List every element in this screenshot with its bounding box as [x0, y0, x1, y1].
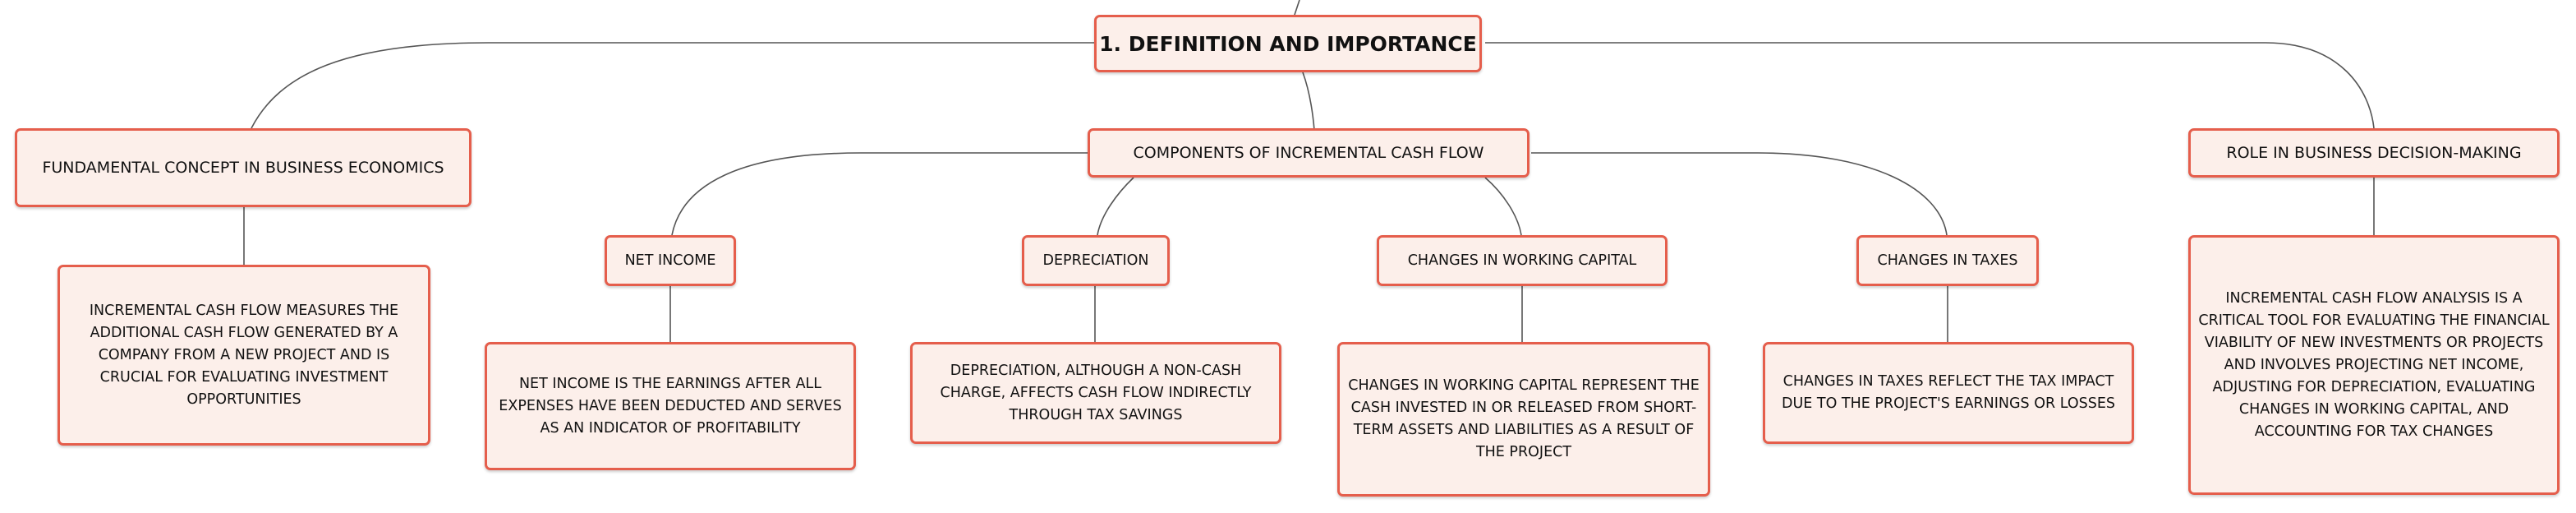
detail-working-capital[interactable]: CHANGES IN WORKING CAPITAL REPRESENT THE… — [1337, 342, 1710, 497]
detail-depreciation[interactable]: DEPRECIATION, ALTHOUGH A NON-CASH CHARGE… — [910, 342, 1281, 444]
topic-role-decision-making-label: ROLE IN BUSINESS DECISION-MAKING — [2226, 144, 2522, 162]
detail-fundamental-concept[interactable]: INCREMENTAL CASH FLOW MEASURES THE ADDIT… — [58, 265, 430, 446]
connector-components-to-working-capital — [1484, 177, 1522, 236]
detail-role-decision-making[interactable]: INCREMENTAL CASH FLOW ANALYSIS IS A CRIT… — [2188, 235, 2560, 495]
detail-net-income-text: NET INCOME IS THE EARNINGS AFTER ALL EXP… — [499, 375, 842, 437]
detail-working-capital-text: CHANGES IN WORKING CAPITAL REPRESENT THE… — [1348, 377, 1700, 460]
root-topic-label: 1. DEFINITION AND IMPORTANCE — [1099, 31, 1477, 56]
subtopic-depreciation-label: DEPRECIATION — [1042, 252, 1149, 269]
connector-root-to-fundamental — [251, 42, 1097, 129]
root-topic[interactable]: 1. DEFINITION AND IMPORTANCE — [1094, 15, 1482, 72]
subtopic-net-income-label: NET INCOME — [624, 252, 716, 269]
subtopic-net-income[interactable]: NET INCOME — [605, 235, 736, 286]
topic-fundamental-concept[interactable]: FUNDAMENTAL CONCEPT IN BUSINESS ECONOMIC… — [15, 128, 472, 207]
topic-components[interactable]: COMPONENTS OF INCREMENTAL CASH FLOW — [1088, 128, 1530, 178]
topic-role-decision-making[interactable]: ROLE IN BUSINESS DECISION-MAKING — [2188, 128, 2560, 178]
connector-components-to-depreciation — [1097, 177, 1134, 236]
subtopic-working-capital[interactable]: CHANGES IN WORKING CAPITAL — [1377, 235, 1668, 286]
connector-parent-to-root — [1294, 0, 1300, 16]
subtopic-working-capital-label: CHANGES IN WORKING CAPITAL — [1407, 252, 1637, 269]
detail-changes-in-taxes-text: CHANGES IN TAXES REFLECT THE TAX IMPACT … — [1781, 373, 2116, 412]
subtopic-changes-in-taxes[interactable]: CHANGES IN TAXES — [1856, 235, 2039, 286]
topic-components-label: COMPONENTS OF INCREMENTAL CASH FLOW — [1133, 144, 1484, 162]
connector-components-to-net-income — [671, 152, 1091, 236]
detail-depreciation-text: DEPRECIATION, ALTHOUGH A NON-CASH CHARGE… — [940, 362, 1252, 423]
subtopic-changes-in-taxes-label: CHANGES IN TAXES — [1877, 252, 2018, 269]
connector-components-to-taxes — [1531, 152, 1948, 236]
topic-fundamental-concept-label: FUNDAMENTAL CONCEPT IN BUSINESS ECONOMIC… — [42, 159, 444, 177]
detail-role-decision-making-text: INCREMENTAL CASH FLOW ANALYSIS IS A CRIT… — [2198, 289, 2550, 440]
connector-root-to-components — [1302, 72, 1315, 131]
subtopic-depreciation[interactable]: DEPRECIATION — [1022, 235, 1170, 286]
detail-net-income[interactable]: NET INCOME IS THE EARNINGS AFTER ALL EXP… — [485, 342, 856, 470]
detail-fundamental-concept-text: INCREMENTAL CASH FLOW MEASURES THE ADDIT… — [89, 302, 399, 408]
detail-changes-in-taxes[interactable]: CHANGES IN TAXES REFLECT THE TAX IMPACT … — [1763, 342, 2134, 444]
connector-root-to-role — [1485, 42, 2375, 129]
